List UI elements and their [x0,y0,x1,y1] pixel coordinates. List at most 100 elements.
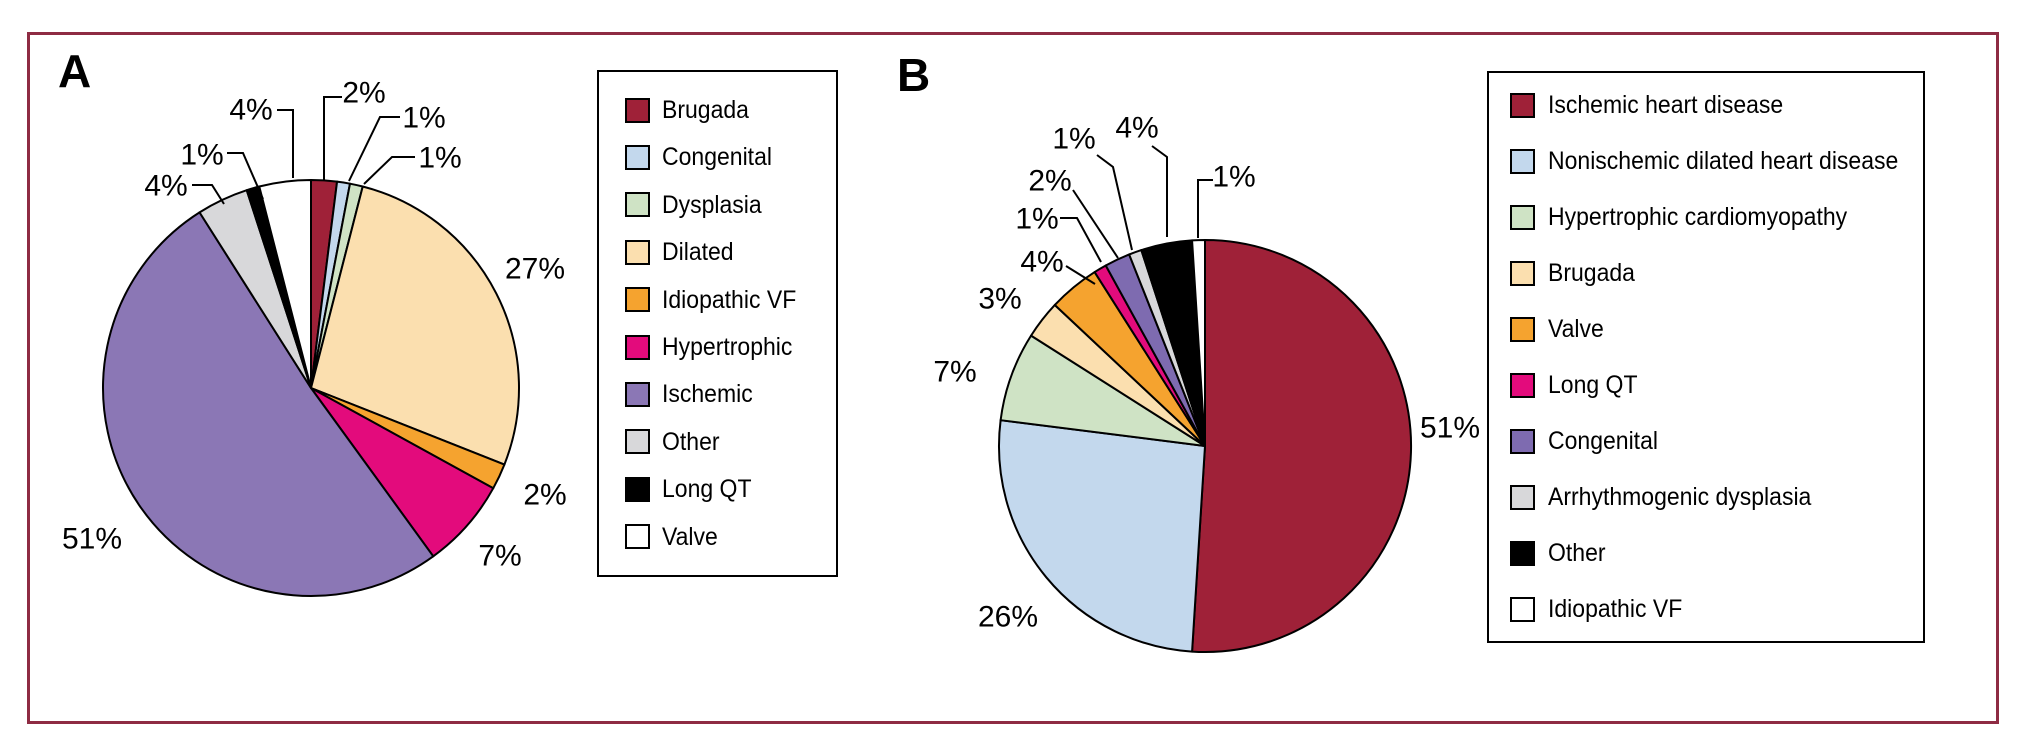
legend-label-idiopathic-vf: Idiopathic VF [662,285,797,314]
leader-line-other [192,184,225,205]
legend-swatch-idiopathic-vf [625,287,650,313]
leader-line-brugada [323,96,342,180]
percent-label-hypertrophic-cardiomyopathy: 7% [933,356,976,389]
pie-chart-a: 2%1%1%27%2%7%51%4%1%4% [62,77,567,597]
legend-swatch-other [625,429,650,455]
legend-item-ischemic: Ischemic [625,381,761,407]
leader-line-valve [1065,265,1096,285]
legend-label-other: Other [662,427,720,456]
percent-label-ischemic: 51% [62,523,122,556]
legend-label-nonischemic-dilated-heart-disease: Nonischemic dilated heart disease [1548,147,1899,175]
percent-label-ischemic-heart-disease: 51% [1420,412,1480,445]
legend-swatch-hypertrophic [625,334,650,360]
leader-line-other [1151,145,1168,237]
legend-item-congenital: Congenital [625,143,782,172]
legend-item-other: Other [1510,539,1611,567]
percent-label-idiopathic-vf: 1% [1212,161,1255,194]
legend-label-long-qt: Long QT [662,475,752,504]
legend-swatch-ischemic-heart-disease [1510,92,1535,118]
legend-item-hypertrophic-cardiomyopathy: Hypertrophic cardiomyopathy [1510,203,1873,231]
legend-item-valve: Valve [625,522,723,551]
leader-line-congenital [348,116,400,182]
legend-item-arrhythmogenic-dysplasia: Arrhythmogenic dysplasia [1510,483,1834,511]
legend-item-brugada: Brugada [1510,259,1643,287]
percent-label-arrhythmogenic-dysplasia: 1% [1052,123,1095,156]
legend-item-nonischemic-dilated-heart-disease: Nonischemic dilated heart disease [1510,147,1929,175]
legend-swatch-valve [625,524,650,550]
legend-item-long-qt: Long QT [1510,371,1645,399]
pie-slice-nonischemic-dilated-heart-disease [998,419,1206,653]
pie-slice-idiopathic-vf [1191,239,1206,447]
legend-item-valve: Valve [1510,316,1609,342]
legend-label-congenital: Congenital [1548,427,1658,455]
legend-label-brugada: Brugada [662,96,749,124]
legend-swatch-idiopathic-vf [1510,596,1535,622]
legend-swatch-long-qt [625,476,650,502]
percent-label-long-qt: 1% [180,139,223,172]
legend-label-hypertrophic-cardiomyopathy: Hypertrophic cardiomyopathy [1548,203,1848,231]
legend-label-dilated: Dilated [662,238,734,267]
percent-label-dysplasia: 1% [418,142,461,175]
legend-swatch-valve [1510,316,1535,342]
legend-item-ischemic-heart-disease: Ischemic heart disease [1510,91,1804,119]
pie-slice-valve [258,179,312,389]
percent-label-other: 4% [144,170,187,203]
legend-label-ischemic-heart-disease: Ischemic heart disease [1548,91,1784,119]
leader-line-dysplasia [363,156,415,185]
legend-swatch-congenital [1510,428,1535,454]
legend-label-idiopathic-vf: Idiopathic VF [1548,595,1683,623]
legend-swatch-brugada [1510,260,1535,286]
leader-line-long-qt [227,152,264,200]
legend-item-idiopathic-vf: Idiopathic VF [1510,595,1694,623]
legend-item-long-qt: Long QT [625,475,759,504]
legend-swatch-long-qt [1510,372,1535,398]
pie-chart-b: 51%26%7%3%4%1%2%1%4%1% [933,112,1480,653]
legend-item-other: Other [625,427,725,456]
percent-label-hypertrophic: 7% [478,540,521,573]
percent-label-valve: 4% [1020,246,1063,279]
leader-line-congenital [1072,189,1119,259]
legend-swatch-arrhythmogenic-dysplasia [1510,484,1535,510]
legend-item-hypertrophic: Hypertrophic [625,333,804,361]
legend-item-dysplasia: Dysplasia [625,190,770,219]
legend-label-valve: Valve [662,522,718,551]
legend-swatch-ischemic [625,381,650,407]
legend-swatch-dilated [625,239,650,265]
percent-label-brugada: 2% [342,77,385,110]
legend-label-dysplasia: Dysplasia [662,190,762,219]
legend-swatch-other [1510,540,1535,566]
legend-item-congenital: Congenital [1510,427,1668,455]
leader-line-valve [277,109,294,178]
legend-swatch-brugada [625,97,650,123]
legend-swatch-nonischemic-dilated-heart-disease [1510,148,1535,174]
percent-label-dilated: 27% [505,253,565,286]
leader-line-arrhythmogenic-dysplasia [1096,154,1133,251]
legend-label-other: Other [1548,539,1606,567]
legend-label-hypertrophic: Hypertrophic [662,333,793,361]
panel-b-label: B [897,49,931,101]
legend-swatch-congenital [625,144,650,170]
panel-a-label: A [58,45,92,97]
legend-swatch-dysplasia [625,192,650,218]
pie-slice-ischemic [102,211,435,597]
leader-line-idiopathic-vf [1197,179,1213,238]
legend-item-idiopathic-vf: Idiopathic VF [625,285,808,314]
legend-label-brugada: Brugada [1548,259,1635,287]
leader-line-long-qt [1060,217,1102,263]
percent-label-brugada: 3% [978,283,1021,316]
percent-label-congenital: 1% [402,102,445,135]
percent-label-valve: 4% [229,94,272,127]
legend-label-long-qt: Long QT [1548,371,1638,399]
percent-label-other: 4% [1115,112,1158,145]
pie-slice-ischemic-heart-disease [1191,239,1412,653]
percent-label-nonischemic-dilated-heart-disease: 26% [978,601,1038,634]
legend-item-dilated: Dilated [625,238,740,267]
legend-label-arrhythmogenic-dysplasia: Arrhythmogenic dysplasia [1548,483,1812,511]
legend-label-congenital: Congenital [662,143,772,172]
legend-swatch-hypertrophic-cardiomyopathy [1510,204,1535,230]
percent-label-long-qt: 1% [1015,203,1058,236]
